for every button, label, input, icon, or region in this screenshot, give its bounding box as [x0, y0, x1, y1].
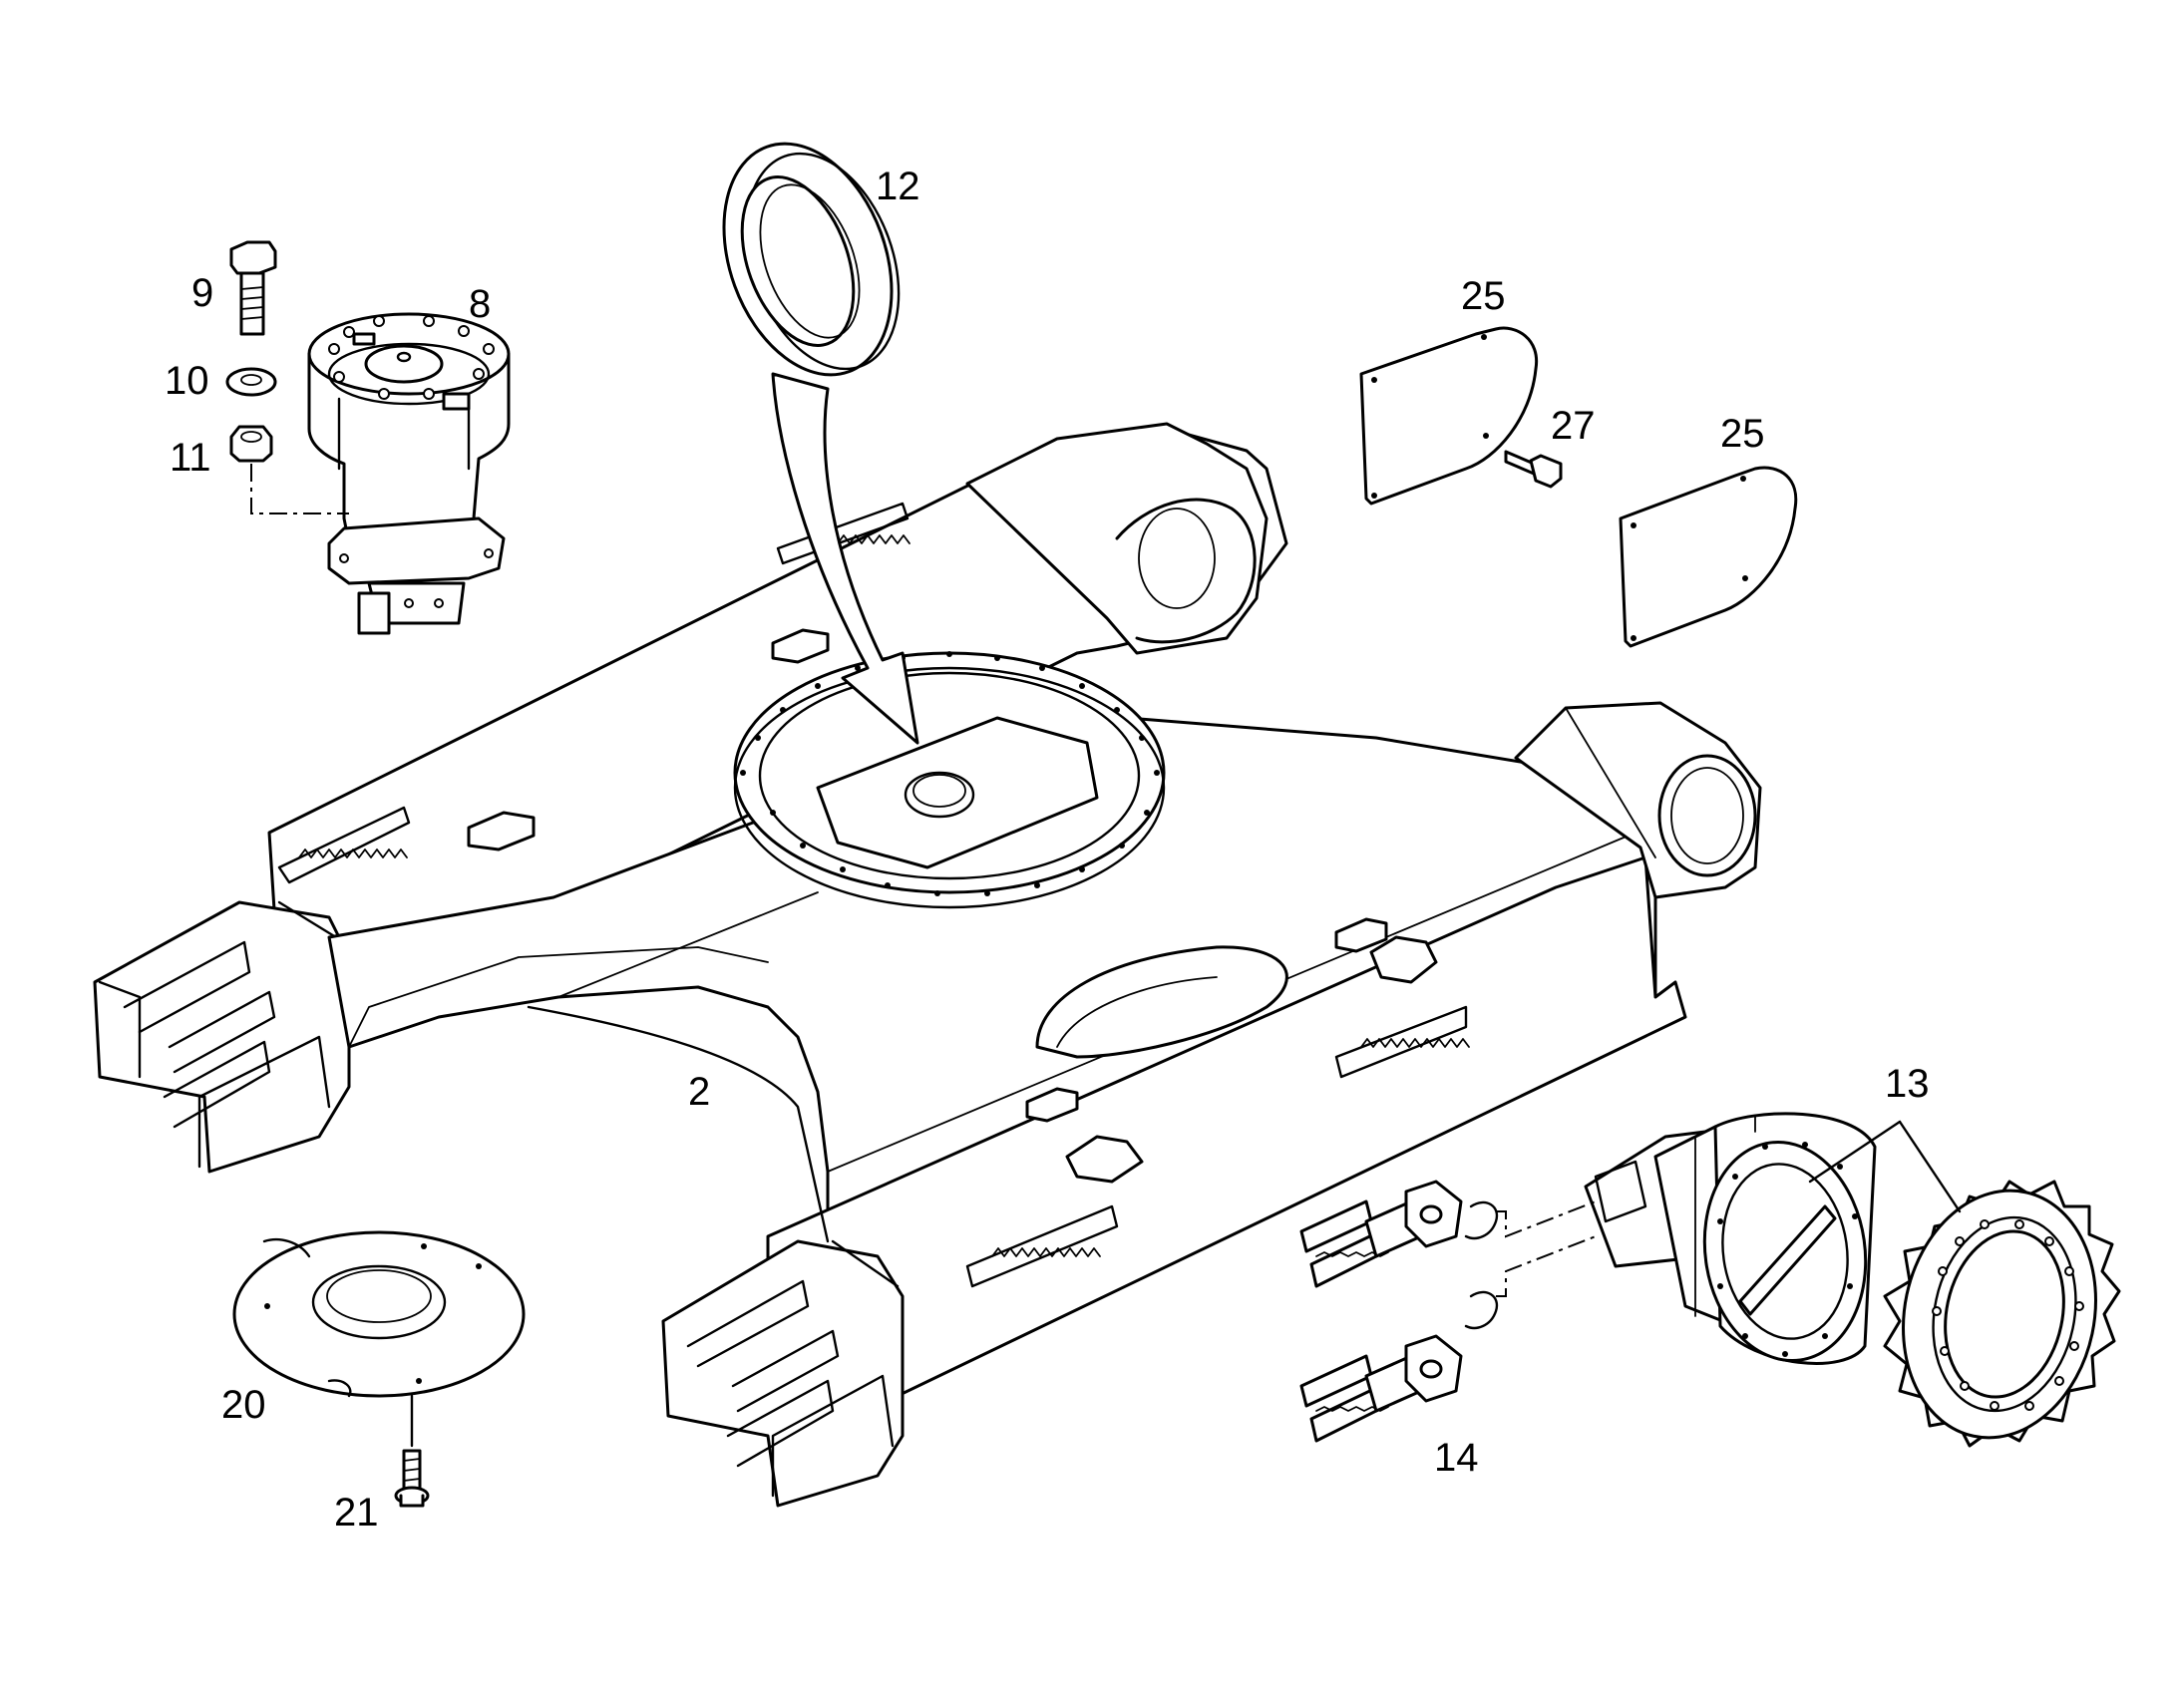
assembly-line-11-8 [250, 464, 349, 514]
callout-21: 21 [334, 1491, 379, 1535]
cover-disc-part-20 [232, 1230, 526, 1398]
leader-13-sprocket [1898, 1120, 1962, 1213]
bolt-part-21 [394, 1449, 430, 1508]
undercarriage-frame [93, 422, 1762, 1508]
callout-27: 27 [1551, 404, 1596, 448]
callout-25-lower: 25 [1720, 412, 1765, 456]
cover-plate-part-25-upper [1359, 326, 1539, 506]
cover-plate-part-25-lower [1619, 466, 1798, 648]
bolt-part-27 [1504, 450, 1563, 489]
slewing-ring-mount [733, 651, 1166, 909]
callout-10: 10 [165, 359, 209, 403]
seal-ring-part-12 [722, 142, 901, 377]
callout-11: 11 [170, 436, 211, 480]
washer-part-10 [225, 367, 277, 397]
callout-14: 14 [1434, 1436, 1479, 1480]
callout-13: 13 [1885, 1062, 1930, 1106]
sprocket-part-13 [1883, 1180, 2121, 1448]
callout-9: 9 [191, 271, 213, 315]
callout-8: 8 [469, 282, 491, 326]
callout-12: 12 [876, 165, 920, 208]
callout-25-upper: 25 [1461, 274, 1506, 318]
callout-20: 20 [221, 1383, 266, 1427]
install-arrow [771, 372, 919, 745]
hose-fittings-part-14 [1299, 1180, 1597, 1443]
nut-part-11 [229, 425, 273, 463]
rotary-joint-part-8 [307, 312, 511, 635]
travel-motor-part-13 [1584, 1112, 1877, 1365]
bolt-part-9 [229, 240, 277, 336]
callout-2: 2 [688, 1070, 710, 1114]
leader-13-motor [1808, 1120, 1902, 1184]
